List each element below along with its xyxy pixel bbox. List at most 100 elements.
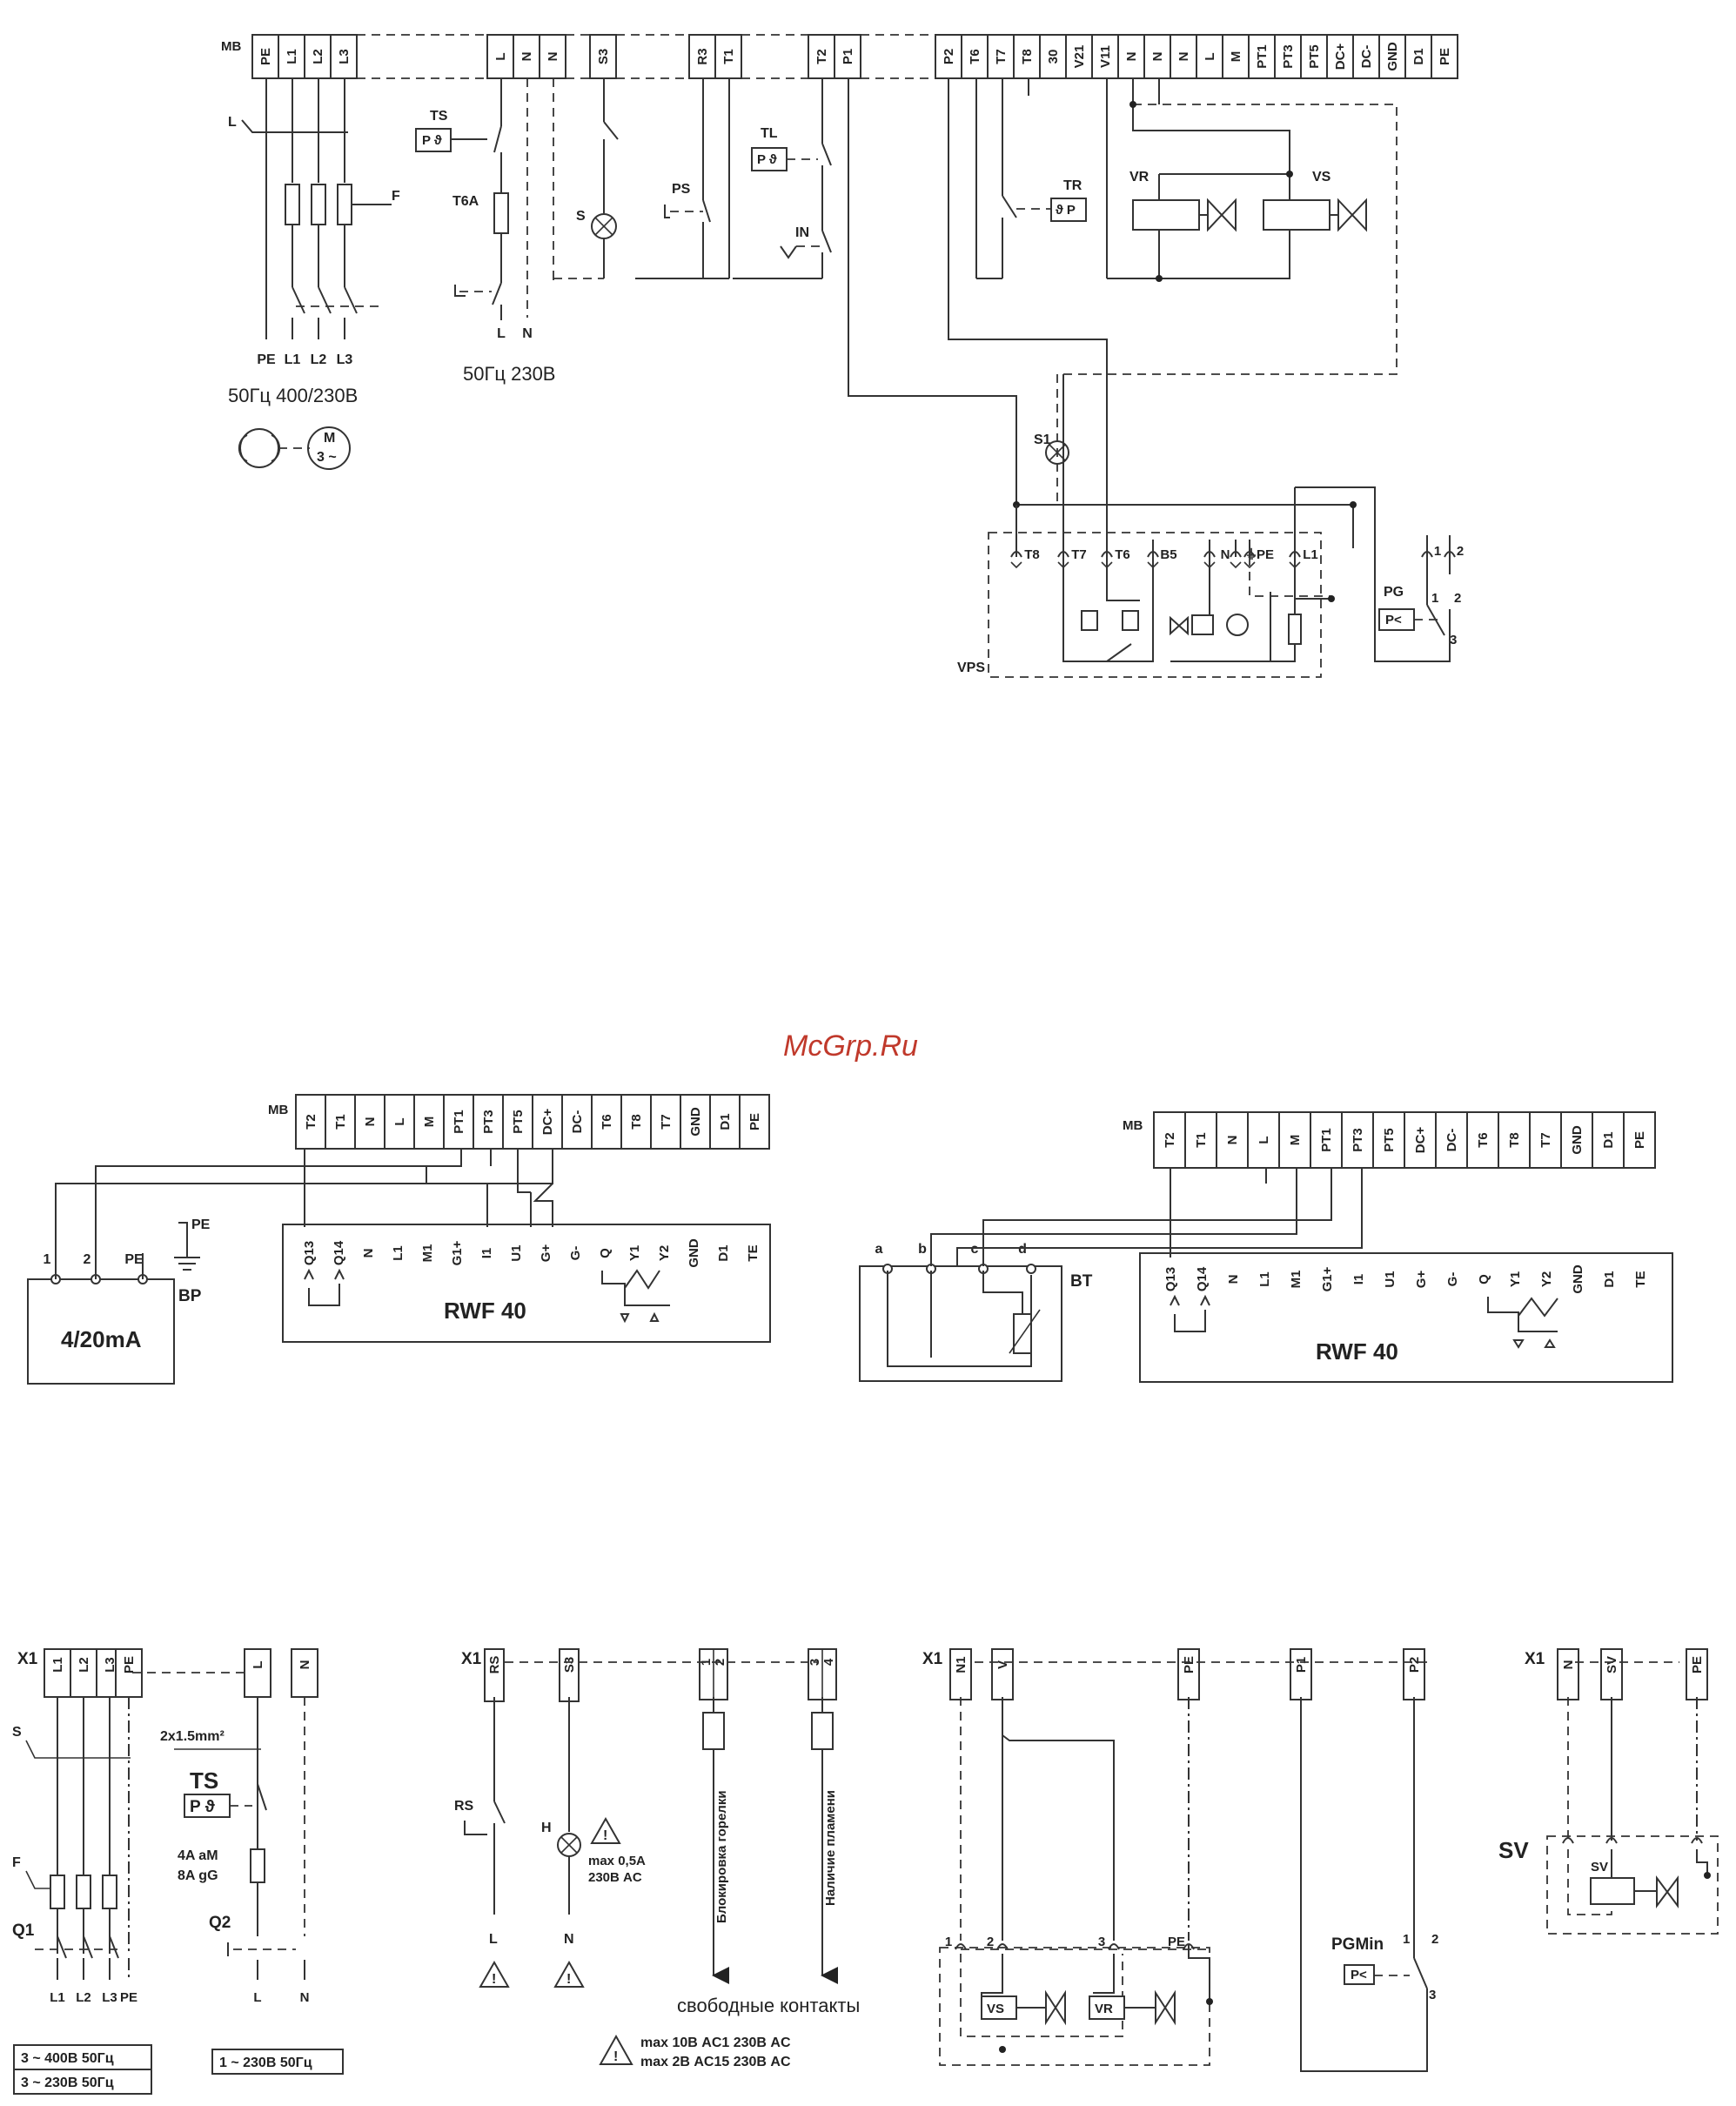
terminal-label: T8 [1020,49,1035,64]
top-label-vs: VS [1312,170,1331,184]
rwf-terminal-label: Y1 [1508,1271,1523,1287]
supply3-label: PE [257,352,276,367]
p1-ts: TS [190,1767,218,1794]
svg-text:ϑ P: ϑ P [1056,203,1076,218]
svg-text:P ϑ: P ϑ [190,1798,216,1816]
terminal-label: T2 [1163,1132,1177,1148]
vps-terminal-label: ⏚ [1244,547,1257,562]
terminal-label: DC- [1444,1129,1459,1152]
terminal-label: T7 [994,49,1009,64]
rwf-terminal-label: D1 [1602,1271,1617,1287]
terminal-cell [413,1094,445,1150]
terminal-label: L3 [337,49,352,64]
rwf-terminal-label: G+ [1414,1271,1429,1289]
terminal-cell [1431,34,1458,79]
p3-pin-label: 1 [945,1935,952,1949]
terminal-label: PE [122,1656,137,1673]
terminal-label: GND [688,1107,703,1137]
terminal-cell [561,1094,593,1150]
rwf-terminal-label: G- [1445,1272,1460,1287]
terminal-label: PT1 [1319,1128,1334,1152]
terminal-label: V11 [1098,45,1113,68]
terminal-label: S3 [596,49,611,64]
terminal-label: N [1561,1660,1576,1670]
terminal-label: P1 [1294,1657,1309,1673]
terminal-label: PT5 [511,1110,526,1134]
terminal-label: M [422,1117,437,1128]
p2-warn2: 230В AC [588,1870,642,1885]
terminal-cell [354,1094,385,1150]
rwf-terminal-label: U1 [1383,1271,1398,1287]
p3-x1: X1 [922,1650,943,1668]
terminal-cell [473,1094,504,1150]
terminal-cell [1372,1111,1405,1169]
terminal-label: PT3 [481,1110,496,1134]
rwf-terminal-label: G+ [539,1244,553,1263]
vps-terminal-label: T7 [1071,547,1087,562]
top-label-t6a: T6A [452,194,479,209]
terminal-label: DC+ [1333,44,1348,70]
terminal-cell [1039,34,1067,79]
terminal-label: PT3 [1351,1128,1365,1152]
p3-vs: VS [987,2002,1004,2016]
top-label-s: S [576,209,586,224]
terminal-cell [1117,34,1145,79]
terminal-cell [991,1648,1014,1700]
terminal-label: N [1124,52,1139,62]
terminal-cell [591,1094,622,1150]
terminal-cell [1184,1111,1217,1169]
rwf-terminal-label: Y1 [627,1245,642,1261]
rwf-terminal-label: M1 [1289,1271,1304,1289]
p1-out-label: N [300,1990,310,2005]
bt-pin-label: a [875,1242,883,1257]
p1-fuse2: 8A gG [178,1868,218,1883]
terminal-label: L [251,1660,265,1668]
pg-contact-3: 3 [1450,633,1457,647]
terminal-cell [1013,34,1041,79]
terminal-label: PT5 [1382,1128,1397,1152]
top-label-vr: VR [1129,170,1150,184]
rwf-terminal-label: G1+ [1320,1266,1335,1291]
rwf-terminal-label: GND [1571,1264,1585,1294]
terminal-cell [1300,34,1328,79]
terminal-cell [1466,1111,1499,1169]
terminal-cell [1143,34,1171,79]
terminal-cell [1592,1111,1625,1169]
ml-bp-text: 4/20mA [61,1326,142,1352]
rwf-terminal-label: Q14 [332,1240,346,1265]
rwf-terminal-label: L1 [1257,1271,1272,1287]
terminal-label: N1 [954,1656,969,1673]
terminal-label: PE [1690,1656,1705,1673]
terminal-label: L2 [77,1657,91,1673]
terminal-label: P1 [841,49,855,64]
terminal-cell [1600,1648,1623,1700]
vr-vs-valves: VR VS [1056,78,1398,505]
s3-lamp: S [553,78,619,279]
terminal-cell [1686,1648,1708,1700]
rwf-terminal-label: Q14 [1195,1266,1210,1291]
terminal-cell [1404,1111,1437,1169]
terminal-label: 4 [821,1658,836,1666]
supply3-caption: 50Гц 400/230В [228,385,358,406]
watermark: McGrp.Ru [783,1030,918,1063]
p1-x1: X1 [17,1650,38,1668]
terminal-cell [714,34,742,79]
svg-text:P ϑ: P ϑ [422,133,442,148]
p3-pin-label: 3 [1098,1935,1105,1949]
p1-out-label: L2 [76,1990,91,2005]
p1-q1: Q1 [12,1922,35,1940]
svg-text:P ϑ: P ϑ [757,152,777,167]
p4-x1: X1 [1525,1650,1545,1668]
bp-pin-label: PE [124,1252,144,1267]
terminal-label: T8 [1507,1132,1522,1148]
top-label-f: F [392,189,400,204]
motor-m: M [324,431,335,446]
terminal-label: PT3 [1281,44,1296,69]
vps-terminal-label: T8 [1024,547,1040,562]
terminal-label: P2 [942,49,956,64]
tl-in-loop: TL P ϑ IN [733,78,1017,505]
bp-pin-label: 1 [44,1252,51,1267]
terminal-cell [1196,34,1223,79]
terminal-label: PE [1182,1656,1196,1673]
